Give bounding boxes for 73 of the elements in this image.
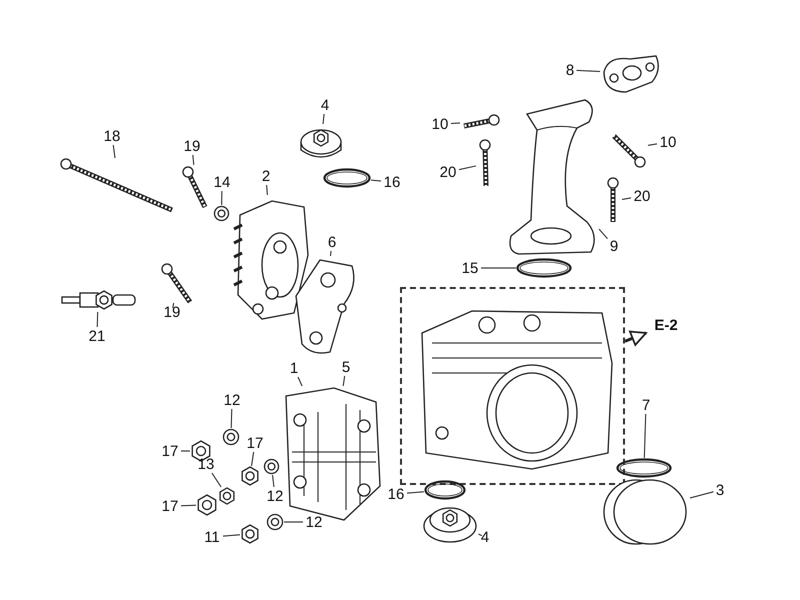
callout-number: 7 — [640, 396, 652, 414]
callout-number: 12 — [303, 513, 325, 531]
nut-drawing — [218, 487, 236, 505]
callout-number: 17 — [244, 434, 266, 452]
callout-number: 5 — [340, 358, 352, 376]
washer-drawing — [222, 428, 240, 446]
leader-line — [450, 122, 460, 124]
nut-drawing — [196, 494, 218, 516]
callout-number: 16 — [381, 173, 403, 191]
callout-number: 19 — [161, 303, 183, 321]
leader-line — [478, 534, 482, 536]
callout-number: 15 — [459, 259, 481, 277]
o-ring-drawing — [516, 258, 572, 278]
callout-number: 17 — [159, 442, 181, 460]
callout-number: 9 — [608, 237, 620, 255]
leader-line — [598, 228, 608, 240]
o-ring-drawing — [424, 480, 466, 500]
leader-line — [180, 450, 190, 452]
callout-number: 13 — [195, 455, 217, 473]
leader-line — [222, 534, 240, 537]
leader-line — [330, 250, 332, 256]
leader-line — [192, 154, 194, 166]
leader-line — [322, 114, 325, 124]
dashed-outline — [400, 287, 625, 485]
washer-drawing — [213, 205, 230, 222]
callout-number: 16 — [385, 485, 407, 503]
callout-number: 4 — [478, 528, 492, 546]
leader-line — [458, 165, 476, 170]
callout-number: 3 — [714, 481, 726, 499]
callout-number: 12 — [221, 391, 243, 409]
washer-drawing — [266, 513, 284, 531]
arrow — [624, 330, 647, 346]
callout-number: 14 — [211, 173, 233, 191]
callout-number: 20 — [437, 163, 459, 181]
callout-number: 6 — [326, 233, 338, 251]
o-ring-drawing — [323, 168, 371, 188]
callout-number: 21 — [86, 327, 108, 345]
leader-line — [648, 143, 658, 146]
callout-number: 10 — [657, 133, 679, 151]
callout-number: 11 — [201, 528, 223, 546]
callout-number: 19 — [181, 137, 203, 155]
callout-number: 1 — [288, 359, 300, 377]
leader-line — [406, 491, 424, 494]
reference-label: E-2 — [646, 316, 686, 334]
leader-line — [211, 472, 222, 488]
callout-number: 20 — [631, 187, 653, 205]
leader-line — [112, 144, 116, 158]
o-ring-drawing — [616, 458, 672, 478]
callout-number: 2 — [260, 167, 272, 185]
leader-line — [370, 180, 382, 182]
washer-drawing — [263, 458, 280, 475]
callout-number: 4 — [318, 96, 332, 114]
leader-line — [298, 376, 303, 386]
leader-line — [576, 70, 600, 72]
leader-line — [180, 504, 196, 506]
leader-line — [622, 197, 632, 200]
leader-line — [342, 376, 346, 386]
leader-line — [230, 408, 232, 428]
callout-number: 17 — [159, 497, 181, 515]
callout-number: 18 — [101, 127, 123, 145]
callout-number: 10 — [429, 115, 451, 133]
leader-line — [221, 190, 222, 206]
nut-drawing — [240, 524, 260, 544]
callout-number: 12 — [264, 487, 286, 505]
leader-line — [272, 474, 274, 488]
leader-line — [644, 414, 646, 458]
leader-line — [172, 302, 174, 308]
callout-number: 8 — [564, 61, 576, 79]
leader-line — [690, 491, 714, 498]
leader-line — [96, 312, 98, 328]
nut-drawing — [240, 466, 260, 486]
leader-line — [266, 184, 268, 196]
leader-line — [251, 452, 254, 466]
